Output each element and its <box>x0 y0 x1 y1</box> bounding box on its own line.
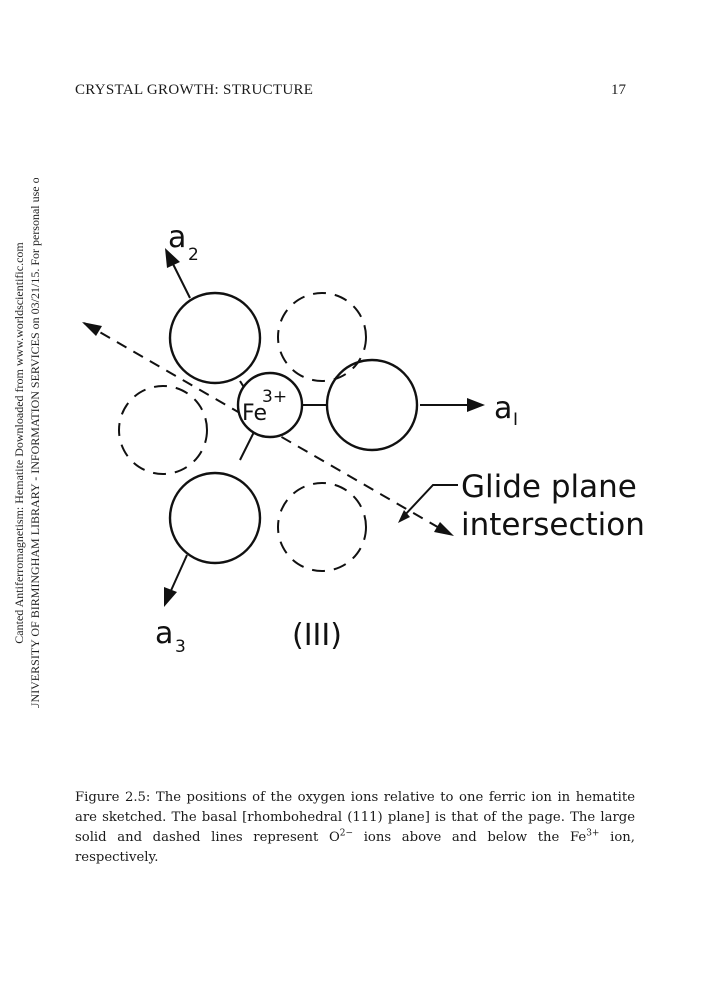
oxygen-ion-above-right <box>325 358 419 452</box>
glide-plane-leader <box>402 484 458 518</box>
oxygen-ion-below-lower <box>277 482 367 572</box>
caption-iron-charge: 3+ <box>586 828 600 839</box>
ferric-ion-charge: 3+ <box>262 387 287 407</box>
axis-a3-arrow-icon <box>164 587 177 607</box>
oxygen-ion-below-upper <box>277 292 367 382</box>
axis-a1-subscript: I <box>513 410 518 430</box>
axis-a3-label: a <box>155 616 173 651</box>
axis-a2-arrow-icon <box>165 248 180 268</box>
axis-a3 <box>168 554 188 596</box>
page-number: 17 <box>611 82 626 98</box>
side-notice-line2: by UNIVERSITY OF BIRMINGHAM LIBRARY - IN… <box>28 178 42 708</box>
caption-text-1: Figure 2.5: The positions of the oxygen … <box>75 790 635 845</box>
figure-caption: Figure 2.5: The positions of the oxygen … <box>75 788 635 868</box>
axis-a1-arrow-icon <box>467 398 485 412</box>
glide-plane-arrow-upper-icon <box>82 322 102 336</box>
axis-a2-subscript: 2 <box>188 245 199 265</box>
caption-oxygen-charge: 2− <box>339 828 354 839</box>
caption-text-2: ions above and below the Fe <box>353 830 587 845</box>
glide-plane-label-line2: intersection <box>461 507 645 543</box>
oxygen-ion-above-upper <box>168 291 262 385</box>
plane-label: (III) <box>292 618 342 653</box>
oxygen-ion-above-lower <box>168 471 262 565</box>
crystal-figure: Fe 3+ a 2 a I a 3 Glide plane intersecti… <box>82 220 645 657</box>
ferric-ion <box>236 371 304 439</box>
bond-lower <box>239 429 256 461</box>
glide-plane-arrow-lower-icon <box>434 522 454 536</box>
axis-a2-label: a <box>168 220 186 255</box>
axis-a3-subscript: 3 <box>175 637 186 657</box>
caption-text-3: ion, respectively. <box>75 830 635 865</box>
axis-a1-label: a <box>494 391 512 426</box>
running-header: CRYSTAL GROWTH: STRUCTURE <box>75 82 314 98</box>
glide-plane-label-line1: Glide plane <box>461 469 637 505</box>
oxygen-ion-below-left <box>118 385 208 475</box>
ferric-ion-label: Fe <box>242 401 267 426</box>
side-notice-line1: Canted Antiferromagnetism: Hematite Down… <box>12 242 26 644</box>
side-notice: Canted Antiferromagnetism: Hematite Down… <box>6 178 46 708</box>
glide-plane-leader-arrow-icon <box>398 510 410 523</box>
